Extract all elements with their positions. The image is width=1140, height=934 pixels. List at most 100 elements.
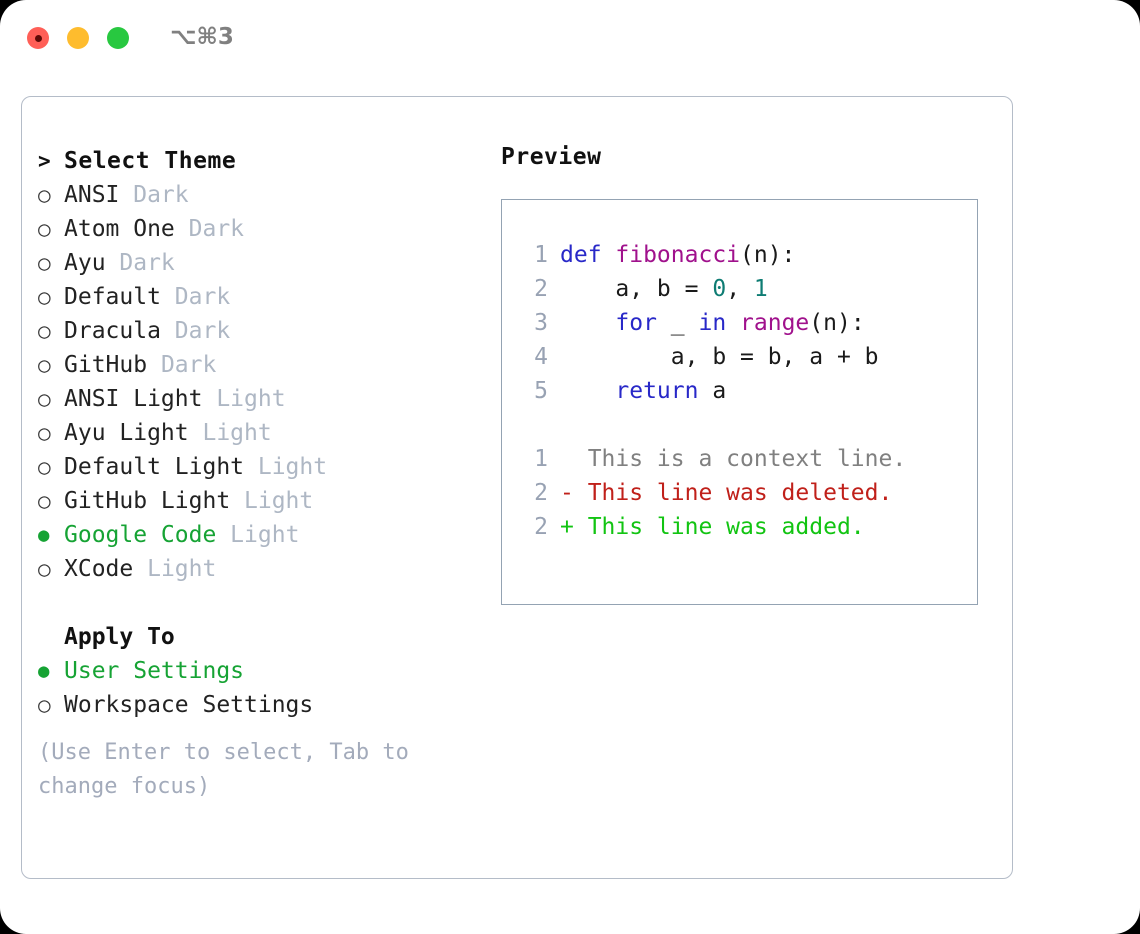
theme-options-list: ○ANSI Dark○Atom One Dark○Ayu Dark○Defaul… — [38, 178, 478, 586]
theme-option-github[interactable]: ○ GitHub Dark — [38, 348, 478, 382]
line-number: 1 — [534, 242, 548, 268]
apply-to-options-list: ● User Settings ○Workspace Settings — [38, 654, 478, 722]
theme-option-default[interactable]: ○Default Dark — [38, 280, 478, 314]
theme-option-github-light[interactable]: ○ GitHub Light Light — [38, 484, 478, 518]
code-token-pl: _ — [656, 310, 699, 336]
line-number: 2 — [534, 276, 548, 302]
theme-option-label: Ayu — [64, 250, 106, 276]
apply-to-label: Apply To — [64, 624, 175, 650]
theme-option-label: Default Light — [64, 454, 245, 480]
apply-to-heading: Apply To — [38, 620, 478, 654]
theme-variant-badge: Light — [244, 454, 328, 480]
theme-option-default-light[interactable]: ○ Default Light Light — [38, 450, 478, 484]
code-line: 2 a, b = 0, 1 — [502, 272, 977, 306]
diff-line-text: + This line was added. — [560, 514, 865, 540]
code-gap — [502, 408, 977, 442]
keyboard-shortcut-label: ⌥⌘3 — [170, 24, 234, 50]
radio-selected-icon: ● — [38, 660, 50, 682]
code-line-text: a, b = b, a + b — [560, 340, 879, 374]
theme-option-ayu-light[interactable]: ○ Ayu Light Light — [38, 416, 478, 450]
line-number: 1 — [534, 446, 548, 472]
code-token-pl: a, b = — [560, 276, 713, 302]
theme-option-xcode[interactable]: ○ XCode Light — [38, 552, 478, 586]
theme-picker-panel: > Select Theme ○ANSI Dark○Atom One Dark○… — [21, 96, 1013, 879]
theme-option-label: ANSI — [64, 182, 120, 208]
title-bar: ⌥⌘3 — [0, 0, 1140, 78]
diff-line: 2 + This line was added. — [502, 510, 977, 544]
theme-variant-badge: Light — [133, 556, 217, 582]
theme-option-label: Dracula — [64, 318, 161, 344]
close-button[interactable] — [27, 27, 49, 49]
code-token-pl: (n): — [809, 310, 865, 336]
code-token-fn: fibonacci — [615, 242, 741, 268]
radio-unselected-icon: ○ — [38, 353, 51, 377]
radio-unselected-icon: ○ — [38, 489, 51, 513]
theme-variant-badge: Light — [216, 522, 300, 548]
code-line-text: def fibonacci(n): — [560, 238, 795, 272]
code-token-pl: , — [726, 276, 754, 302]
code-line: 3 for _ in range(n): — [502, 306, 977, 340]
apply-to-option-workspace-settings[interactable]: ○Workspace Settings — [38, 688, 478, 722]
radio-unselected-icon: ○ — [38, 557, 51, 581]
code-line: 1 def fibonacci(n): — [502, 238, 977, 272]
zoom-button[interactable] — [107, 27, 129, 49]
line-number: 2 — [534, 514, 548, 540]
radio-unselected-icon: ○ — [38, 455, 51, 479]
theme-option-label: Atom One — [64, 216, 175, 242]
code-token-kw: return — [615, 378, 699, 404]
code-line: 5 return a — [502, 374, 977, 408]
theme-option-ansi-light[interactable]: ○ANSI Light Light — [38, 382, 478, 416]
traffic-lights — [27, 27, 129, 49]
radio-unselected-icon: ○ — [38, 319, 51, 343]
theme-option-ayu[interactable]: ○Ayu Dark — [38, 246, 478, 280]
theme-list-header: > Select Theme — [38, 144, 478, 178]
diff-sample: 1 This is a context line. 2 - This line wa… — [502, 442, 977, 544]
theme-option-label: GitHub Light — [64, 488, 231, 514]
code-token-fn: range — [740, 310, 810, 336]
theme-variant-badge: Dark — [160, 284, 231, 310]
theme-variant-badge: Light — [188, 420, 272, 446]
code-line-text: for _ in range(n): — [560, 306, 865, 340]
code-token-kw: in — [698, 310, 727, 336]
theme-variant-badge: Light — [202, 386, 286, 412]
code-token-pl — [726, 310, 740, 336]
theme-variant-badge: Dark — [147, 352, 217, 378]
theme-option-dracula[interactable]: ○Dracula Dark — [38, 314, 478, 348]
code-token-pl — [560, 310, 615, 336]
theme-option-ansi[interactable]: ○ANSI Dark — [38, 178, 478, 212]
line-number: 5 — [534, 378, 548, 404]
code-token-num: 0 — [712, 276, 727, 302]
code-line: 4 a, b = b, a + b — [502, 340, 977, 374]
radio-unselected-icon: ○ — [38, 217, 51, 241]
diff-line: 1 This is a context line. — [502, 442, 977, 476]
theme-variant-badge: Light — [230, 488, 314, 514]
radio-unselected-icon: ○ — [38, 421, 51, 445]
minimize-button[interactable] — [67, 27, 89, 49]
theme-option-google-code[interactable]: ●Google Code Light — [38, 518, 478, 552]
diff-line-text: - This line was deleted. — [560, 480, 893, 506]
theme-option-label: Google Code — [64, 522, 217, 548]
code-token-pl — [560, 378, 615, 404]
keyboard-hint: (Use Enter to select, Tab to change focu… — [38, 740, 423, 799]
line-number: 3 — [534, 310, 548, 336]
code-token-kw: for — [615, 310, 657, 336]
radio-unselected-icon: ○ — [38, 183, 51, 207]
code-token-num: 1 — [753, 276, 768, 302]
apply-to-option-label: Workspace Settings — [64, 692, 314, 718]
theme-option-label: Ayu Light — [64, 420, 189, 446]
theme-list-column: > Select Theme ○ANSI Dark○Atom One Dark○… — [38, 144, 478, 804]
apply-to-option-label: User Settings — [64, 658, 245, 684]
theme-option-label: GitHub — [64, 352, 148, 378]
theme-option-label: Default — [64, 284, 161, 310]
radio-unselected-icon: ○ — [38, 387, 51, 411]
list-spacer — [38, 586, 478, 620]
code-token-pl: a — [698, 378, 727, 404]
theme-option-label: XCode — [64, 556, 134, 582]
theme-variant-badge: Dark — [174, 216, 245, 242]
line-number: 2 — [534, 480, 548, 506]
apply-to-option-user-settings[interactable]: ● User Settings — [38, 654, 478, 688]
preview-title: Preview — [501, 144, 602, 170]
theme-option-atom-one[interactable]: ○ Atom One Dark — [38, 212, 478, 246]
